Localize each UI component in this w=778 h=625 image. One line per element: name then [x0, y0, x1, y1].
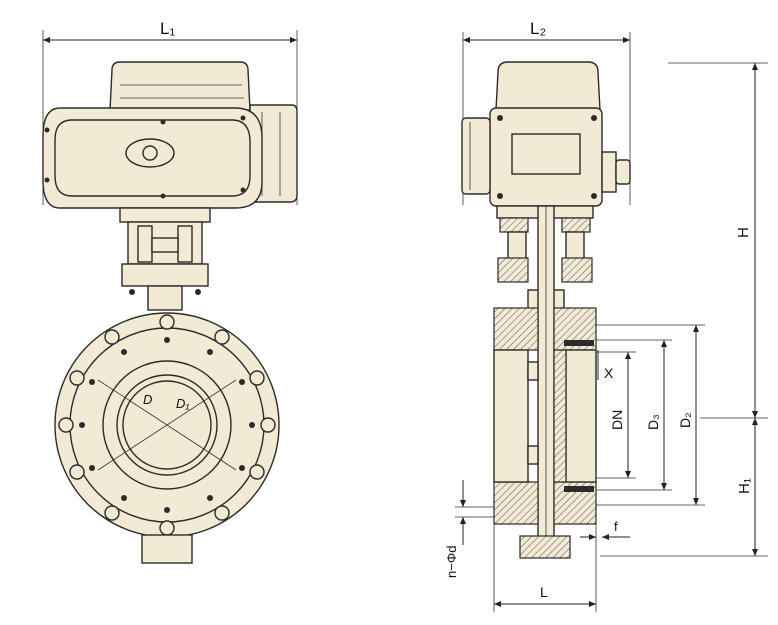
front-view: L₁: [42, 19, 298, 564]
actuator-side: [461, 61, 631, 219]
body-section-side: [493, 307, 597, 559]
label-d: D: [143, 392, 152, 407]
actuator-front: [42, 61, 298, 223]
label-d1: D₁: [176, 396, 190, 411]
label-f: f: [614, 519, 618, 534]
side-view: L₂: [444, 19, 768, 612]
dim-f: f: [580, 519, 630, 540]
label-d3: D₃: [645, 414, 661, 430]
dim-bolts: n−Φd: [444, 480, 494, 578]
bracket-front: [121, 221, 209, 311]
label-dn: DN: [609, 410, 625, 430]
flange-bolt-holes: [58, 314, 276, 536]
stem-bracket-side: [497, 205, 593, 552]
label-bolts: n−Φd: [444, 546, 459, 578]
label-d2: D₂: [677, 412, 693, 428]
dim-diameters: D₂ D₃ DN X: [596, 324, 705, 506]
label-h: H: [735, 227, 752, 238]
valve-body-front: D D₁: [54, 312, 280, 564]
label-l: L: [540, 584, 548, 600]
label-l2: L₂: [530, 19, 546, 38]
dim-l: L: [493, 524, 597, 612]
label-x: X: [604, 365, 614, 381]
label-h1: H₁: [736, 478, 753, 494]
inner-bolts: [79, 337, 255, 513]
label-l1: L₁: [160, 19, 175, 38]
dim-h: H H₁: [600, 62, 768, 557]
